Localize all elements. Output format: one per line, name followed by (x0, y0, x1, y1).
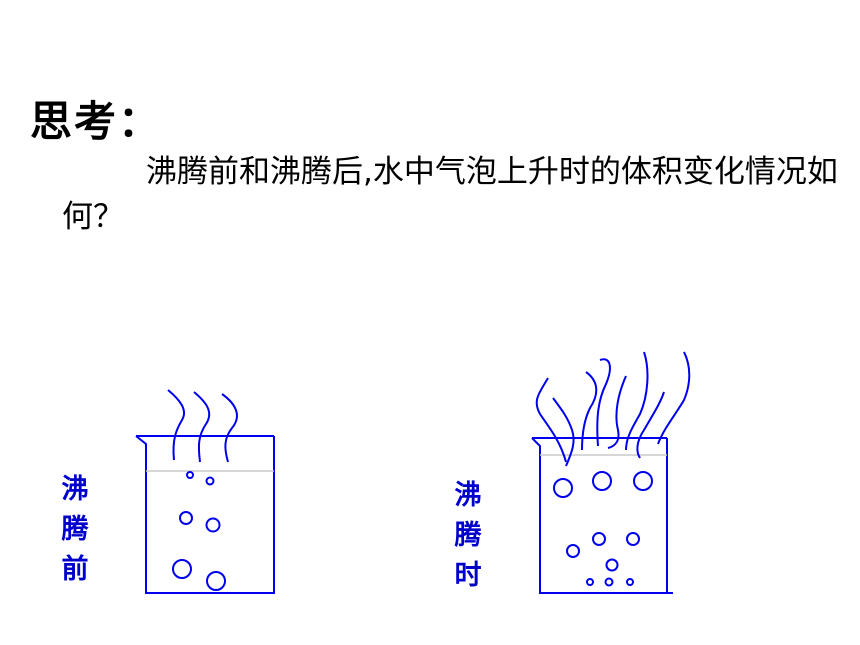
beaker-boiling (531, 351, 691, 594)
bubble (604, 577, 614, 587)
bubble (626, 532, 640, 546)
steam-wisp (535, 377, 567, 463)
bubble (179, 511, 193, 525)
label-char: 腾 (454, 520, 482, 551)
steam-wisp (625, 351, 649, 451)
bubble (186, 471, 194, 479)
steam-wisp (581, 371, 598, 451)
label-char: 时 (454, 560, 482, 591)
bubble (592, 471, 612, 491)
bubble (605, 558, 619, 572)
steam-wisp (552, 397, 575, 467)
bubble (586, 578, 594, 586)
label-char: 沸 (454, 480, 482, 511)
label-boiling: 沸 腾 时 (451, 476, 485, 596)
label-char: 腾 (61, 514, 89, 545)
bubble (205, 476, 215, 486)
question-text: 沸腾前和沸腾后,水中气泡上升时的体积变化情况如何？ (62, 154, 838, 235)
label-char: 前 (61, 554, 89, 585)
bubble (172, 559, 192, 579)
steam-wisp (636, 391, 665, 459)
bubble (206, 571, 226, 591)
bubble (626, 578, 634, 586)
steam-wisp (596, 358, 611, 447)
steam-wisp (167, 389, 186, 461)
beaker-outline (531, 437, 668, 594)
slide-title: 思考： (30, 97, 163, 146)
steam-wisp (607, 375, 627, 449)
bubble (205, 517, 221, 533)
bubble (633, 471, 653, 491)
label-char: 沸 (61, 474, 89, 505)
bubble (553, 478, 573, 498)
steam-wisp (221, 393, 238, 463)
bubble (592, 532, 606, 546)
steam-wisp (193, 391, 211, 463)
steam-wisp (657, 351, 691, 445)
beaker-before (135, 389, 275, 594)
bubble (566, 544, 580, 558)
label-before-boiling: 沸 腾 前 (58, 470, 92, 590)
beaker-outline (135, 435, 275, 594)
